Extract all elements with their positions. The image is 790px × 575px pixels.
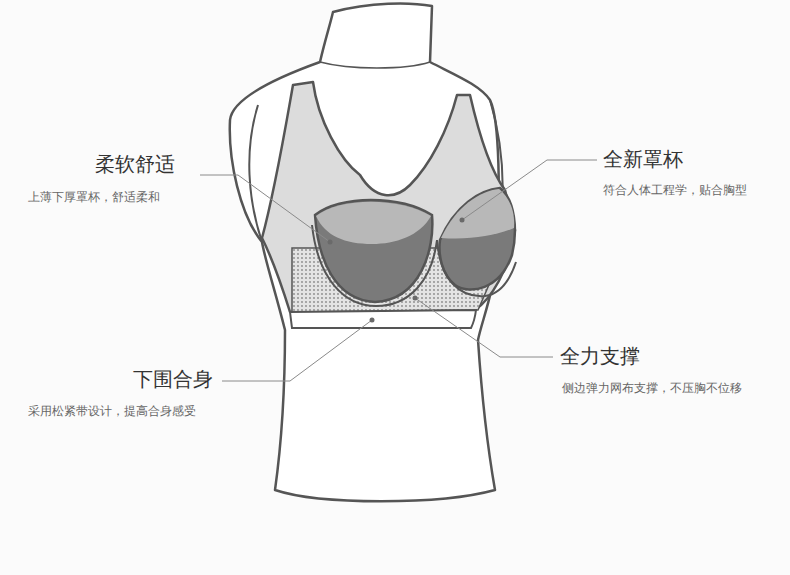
- under-band: [290, 310, 476, 328]
- arm-cut-left: [249, 105, 262, 242]
- right-cup-wire: [437, 240, 516, 296]
- leader-dot: [370, 318, 375, 323]
- leader-dot: [328, 240, 333, 245]
- callout-heading: 全力支撑: [560, 344, 640, 368]
- callout-description: 侧边弹力网布支撑，不压胸不位移: [562, 381, 742, 397]
- leader-line: [415, 298, 553, 357]
- left-cup: [315, 200, 432, 302]
- bra-body: [262, 82, 515, 312]
- right-cup-upper: [441, 189, 514, 239]
- leader-line: [222, 320, 372, 381]
- left-cup-upper: [316, 202, 431, 244]
- leader-dot: [413, 296, 418, 301]
- callout-description: 采用松紧带设计，提高合身感受: [28, 404, 196, 420]
- callout-heading: 柔软舒适: [95, 152, 175, 176]
- leader-line: [200, 175, 330, 242]
- left-cup-wire: [312, 225, 437, 306]
- callout-description: 上薄下厚罩杯，舒适柔和: [28, 190, 160, 206]
- neck-line: [320, 62, 430, 68]
- callout-heading: 全新罩杯: [603, 147, 683, 171]
- callout-heading: 下围合身: [133, 367, 213, 391]
- leader-dot: [460, 218, 465, 223]
- right-cup: [440, 188, 515, 290]
- callout-description: 符合人体工程学，贴合胸型: [603, 183, 747, 199]
- leader-line: [462, 160, 597, 220]
